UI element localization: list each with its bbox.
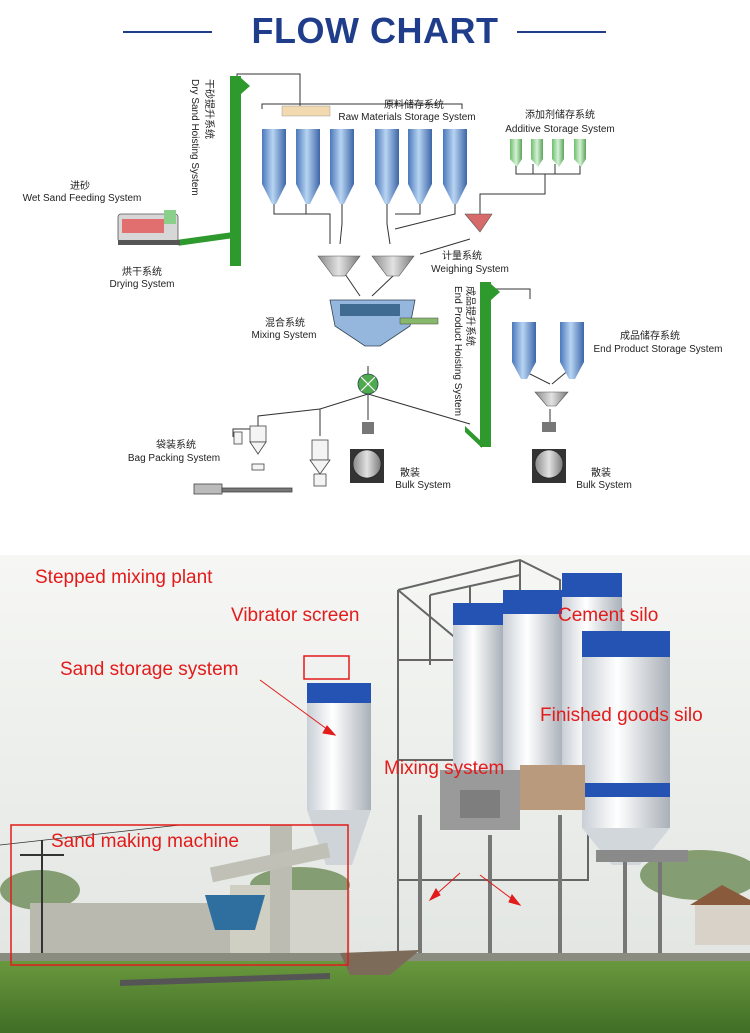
- additive-en: Additive Storage System: [505, 124, 615, 135]
- header: FLOW CHART: [0, 0, 750, 64]
- mixing-en: Mixing System: [251, 330, 316, 341]
- bulk-left-en: Bulk System: [395, 480, 451, 491]
- sand-storage-silo: [307, 683, 371, 865]
- page-title: FLOW CHART: [251, 10, 499, 51]
- raw-material-silos: [262, 105, 467, 204]
- pipe-lines: [232, 73, 581, 437]
- label-vibrator-screen: Vibrator screen: [231, 605, 360, 626]
- mixing-structure: [418, 765, 688, 965]
- flow-chart-diagram: 干砂提升系统 Dry Sand Hoisting System 原料储存系统 R…: [23, 73, 723, 495]
- label-stepped-plant: Stepped mixing plant: [35, 567, 213, 588]
- power-pole: [0, 824, 181, 965]
- weighing-en: Weighing System: [431, 264, 509, 275]
- dry-sand-hoisting-zh: 干砂提升系统: [203, 79, 216, 139]
- raw-materials-zh: 原料储存系统: [384, 98, 444, 111]
- mixing-zh: 混合系统: [265, 316, 305, 329]
- header-rule-left: [123, 31, 212, 33]
- conveyor-belt: [120, 950, 420, 986]
- weighing-zh: 计量系统: [442, 249, 482, 262]
- label-sand-making: Sand making machine: [51, 831, 239, 852]
- dry-sand-hoisting-en: Dry Sand Hoisting System: [189, 79, 200, 196]
- bag-packing-machine: [193, 425, 331, 495]
- label-finished-goods-silo: Finished goods silo: [540, 705, 703, 726]
- drying-en: Drying System: [109, 279, 174, 290]
- bulk-right-zh: 散装: [591, 466, 611, 479]
- vibrator-screen-box: [303, 655, 350, 680]
- dry-sand-elevator: [177, 76, 250, 266]
- weighing-hoppers: [317, 255, 415, 277]
- mixer: [329, 299, 439, 395]
- label-sand-storage: Sand storage system: [60, 659, 238, 680]
- sand-making-box: [10, 824, 349, 966]
- bulk-left-zh: 散装: [400, 466, 420, 479]
- end-hoisting-zh: 成品提升系统: [464, 286, 477, 346]
- plant-photo: Stepped mixing plant Vibrator screen Cem…: [0, 555, 750, 1033]
- annotation-arrows: [259, 679, 522, 906]
- bulk-right-en: Bulk System: [576, 480, 632, 491]
- wet-sand-zh: 进砂: [70, 179, 90, 192]
- raw-materials-en: Raw Materials Storage System: [338, 112, 475, 123]
- bulk-tank-left: [350, 422, 384, 483]
- header-rule-right: [517, 31, 606, 33]
- additive-zh: 添加剂储存系统: [525, 108, 595, 121]
- drying-zh: 烘干系统: [122, 265, 162, 278]
- wet-sand-en: Wet Sand Feeding System: [23, 193, 142, 204]
- label-cement-silo: Cement silo: [558, 605, 658, 626]
- end-storage-en: End Product Storage System: [594, 344, 723, 355]
- bulk-tank-right: [532, 449, 566, 483]
- end-product-silos: [512, 322, 584, 432]
- end-hoisting-en: End Product Hoisting System: [452, 286, 463, 416]
- end-storage-zh: 成品储存系统: [620, 329, 680, 342]
- bag-packing-zh: 袋装系统: [156, 438, 196, 451]
- finished-goods-silo: [582, 631, 670, 865]
- label-mixing-system: Mixing system: [384, 758, 504, 779]
- background-house: [690, 885, 750, 945]
- bag-packing-en: Bag Packing System: [128, 453, 220, 464]
- additive-silos: [464, 139, 586, 233]
- end-product-elevator: [465, 282, 500, 448]
- drying-drum: [117, 210, 180, 245]
